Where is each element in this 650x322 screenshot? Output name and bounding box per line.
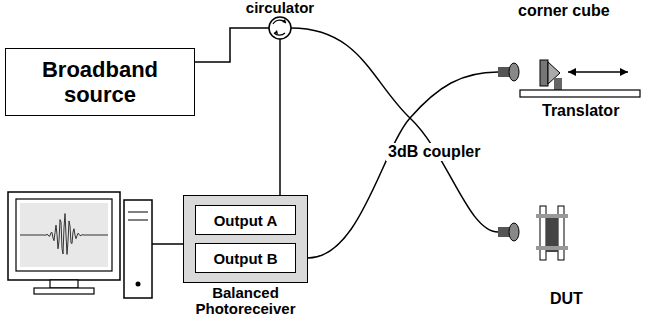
cable [152, 243, 183, 245]
circulator: circulator [240, 0, 320, 40]
output-box: Output B [195, 243, 296, 273]
output-name: Output A [214, 212, 278, 229]
sample-arm [498, 206, 568, 260]
photoreceiver: Balanced Photoreceiver Output A Output B [183, 195, 308, 319]
source-box: Broadband source [5, 48, 195, 116]
output-box: Output A [195, 205, 296, 235]
node-title: circulator [240, 0, 320, 16]
part-label: DUT [548, 290, 585, 308]
fiber [291, 28, 498, 232]
part-label: corner cube [516, 2, 612, 20]
part-label: Translator [540, 102, 621, 120]
output-name: Output B [213, 250, 277, 267]
fiber-connector [279, 39, 281, 195]
node-title: Balanced Photoreceiver [183, 285, 308, 317]
coupler-label: 3dB coupler [386, 143, 482, 161]
reference-arm [498, 60, 640, 97]
node-title: Broadband source [6, 57, 194, 108]
fiber-connector [195, 28, 269, 62]
fiber [308, 72, 498, 258]
computer [8, 192, 152, 298]
